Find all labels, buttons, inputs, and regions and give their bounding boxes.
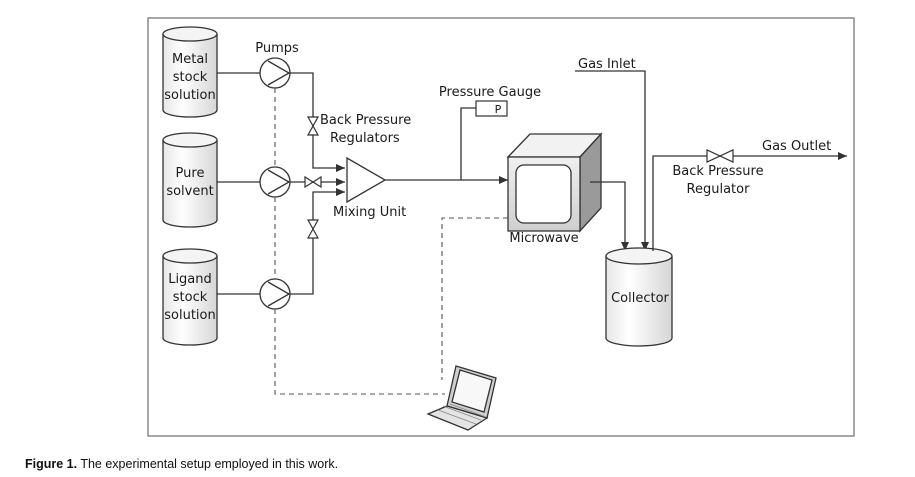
pressure-gauge-symbol: P — [495, 103, 502, 116]
valve-top-icon — [306, 116, 320, 136]
valve-outlet-icon — [706, 149, 734, 163]
pump-2-icon — [259, 166, 291, 198]
metal-tank-label-line3: solution — [164, 88, 215, 103]
mixing-unit-icon — [346, 156, 387, 204]
diagram-frame — [147, 17, 855, 437]
figure-caption-text: The experimental setup employed in this … — [80, 457, 339, 471]
gas-inlet-line — [575, 70, 649, 251]
pump-3-icon — [259, 278, 291, 310]
pressure-gauge-icon — [475, 100, 508, 117]
solvent-tank-label-line1: Pure — [176, 166, 205, 181]
ligand-tank-label-line1: Ligand — [168, 272, 212, 287]
gas-inlet-label: Gas Inlet — [578, 57, 636, 72]
laptop-icon — [426, 365, 497, 431]
solvent-tank-label-line2: solvent — [166, 184, 213, 199]
collector-label: Collector — [611, 291, 669, 306]
valve-bottom-icon — [306, 219, 320, 239]
metal-stock-tank: Metal stock solution — [162, 26, 218, 118]
control-lines — [274, 88, 508, 395]
valve-middle-icon — [304, 175, 322, 189]
bpr-right-label-line2: Regulator — [687, 182, 751, 197]
mixing-unit-label: Mixing Unit — [333, 205, 406, 220]
pumps-label: Pumps — [255, 41, 299, 56]
ligand-tank-label-line2: stock — [173, 290, 208, 305]
collector-tank — [605, 247, 673, 347]
gas-outlet-line — [652, 152, 847, 251]
gas-outlet-label: Gas Outlet — [762, 139, 831, 154]
metal-tank-label-line2: stock — [173, 70, 208, 85]
bpr-top-label-line1: Back Pressure — [320, 113, 411, 128]
microwave-outlet-line — [590, 181, 629, 251]
experimental-setup-diagram: Metal stock solution Pure solvent Ligand… — [147, 17, 855, 437]
pressure-gauge-line — [460, 107, 476, 180]
figure-caption-label: Figure 1. — [25, 457, 78, 471]
metal-tank-label-line1: Metal — [172, 52, 208, 67]
microwave-icon — [506, 132, 603, 233]
bpr-top-label-line2: Regulators — [330, 131, 400, 146]
pressure-gauge-label: Pressure Gauge — [439, 85, 541, 100]
figure-caption: Figure 1. The experimental setup employe… — [25, 457, 338, 471]
ligand-tank-label-line3: solution — [164, 308, 215, 323]
pump-1-icon — [259, 57, 291, 89]
bpr-right-label-line1: Back Pressure — [672, 164, 763, 179]
microwave-label: Microwave — [509, 231, 578, 246]
feed-lines — [217, 72, 260, 295]
pure-solvent-tank: Pure solvent — [162, 132, 218, 228]
ligand-stock-tank: Ligand stock solution — [162, 248, 218, 346]
